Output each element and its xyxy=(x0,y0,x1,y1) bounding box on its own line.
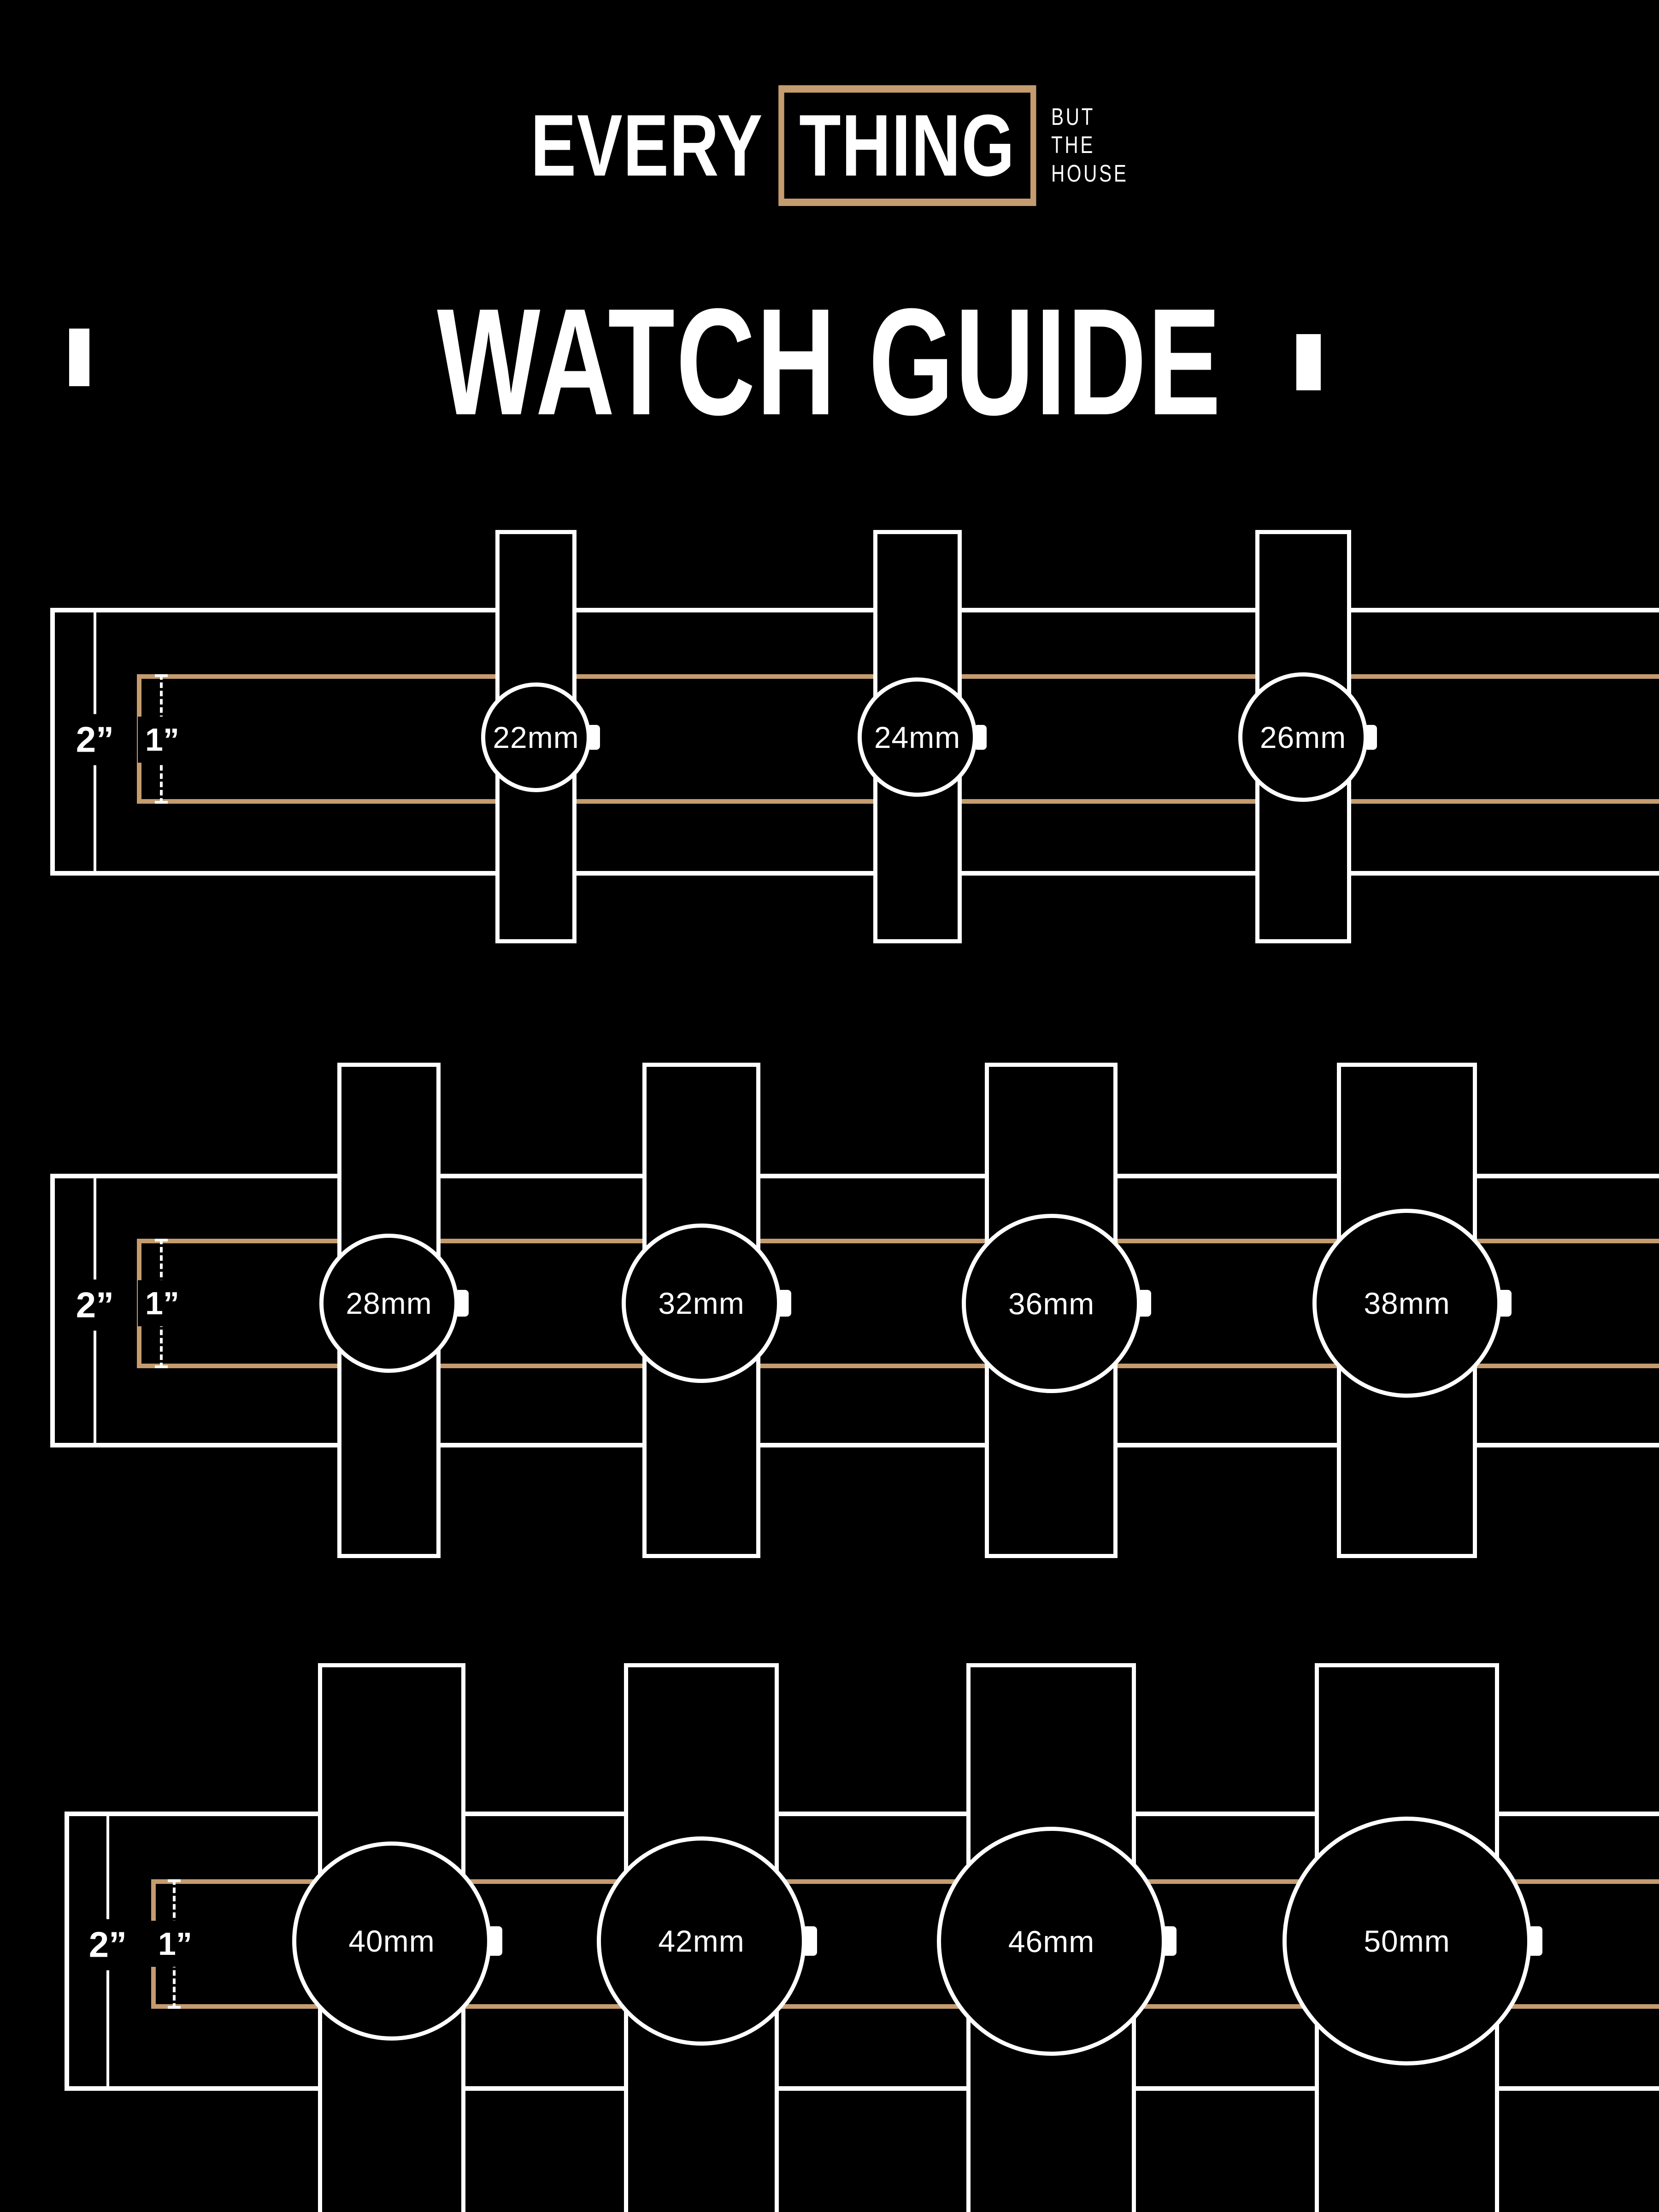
row3-band-2inch xyxy=(65,1812,1659,2091)
watch-size-label: 46mm xyxy=(1008,1924,1095,1959)
logo-tagline-line-house: HOUSE xyxy=(1051,160,1129,187)
row1-band-2inch xyxy=(50,608,1659,876)
watch-case-32mm: 32mm xyxy=(622,1224,781,1383)
watch-size-label: 40mm xyxy=(348,1924,435,1958)
watch-size-label: 38mm xyxy=(1364,1286,1450,1320)
watch-case-46mm: 46mm xyxy=(937,1827,1166,2056)
logo-tagline: BUT THE HOUSE xyxy=(1051,103,1129,188)
logo-tagline-line-but: BUT xyxy=(1051,103,1095,130)
watch-case-50mm: 50mm xyxy=(1282,1817,1531,2065)
row2-2inch-label: 2” xyxy=(68,1279,122,1331)
watch-case-24mm: 24mm xyxy=(858,677,977,797)
row2-band-2inch xyxy=(50,1174,1659,1447)
watch-case-38mm: 38mm xyxy=(1312,1209,1501,1398)
logo-word-thing-boxed: THING xyxy=(778,85,1036,206)
row2-1inch-label: 1” xyxy=(138,1280,187,1326)
ebth-logo: EVERY THING BUT THE HOUSE xyxy=(182,85,1477,206)
watch-size-label: 28mm xyxy=(346,1286,432,1320)
row3-1inch-label: 1” xyxy=(151,1921,200,1967)
watch-size-label: 24mm xyxy=(874,720,961,754)
row1-2inch-label: 2” xyxy=(68,714,122,765)
row3-2inch-label: 2” xyxy=(81,1919,135,1971)
logo-word-every: EVERY xyxy=(530,97,764,194)
logo-tagline-line-the: THE xyxy=(1051,132,1095,159)
row1-1inch-label: 1” xyxy=(138,717,187,763)
watch-size-label: 50mm xyxy=(1364,1924,1450,1958)
watch-size-label: 32mm xyxy=(658,1286,745,1320)
watch-case-36mm: 36mm xyxy=(962,1214,1141,1393)
watch-case-26mm: 26mm xyxy=(1238,672,1368,802)
page-title: WATCH GUIDE xyxy=(0,286,1659,438)
page-title-text: WATCH GUIDE xyxy=(437,276,1222,447)
edge-mark-left xyxy=(69,329,89,386)
watch-size-label: 36mm xyxy=(1008,1286,1095,1321)
watch-case-40mm: 40mm xyxy=(292,1841,491,2041)
watch-case-28mm: 28mm xyxy=(319,1234,459,1373)
watch-case-42mm: 42mm xyxy=(597,1836,806,2046)
watch-size-label: 42mm xyxy=(658,1924,745,1958)
edge-mark-right xyxy=(1296,334,1321,390)
watch-size-label: 26mm xyxy=(1259,720,1347,754)
watch-case-22mm: 22mm xyxy=(481,682,591,792)
watch-size-label: 22mm xyxy=(493,720,579,754)
